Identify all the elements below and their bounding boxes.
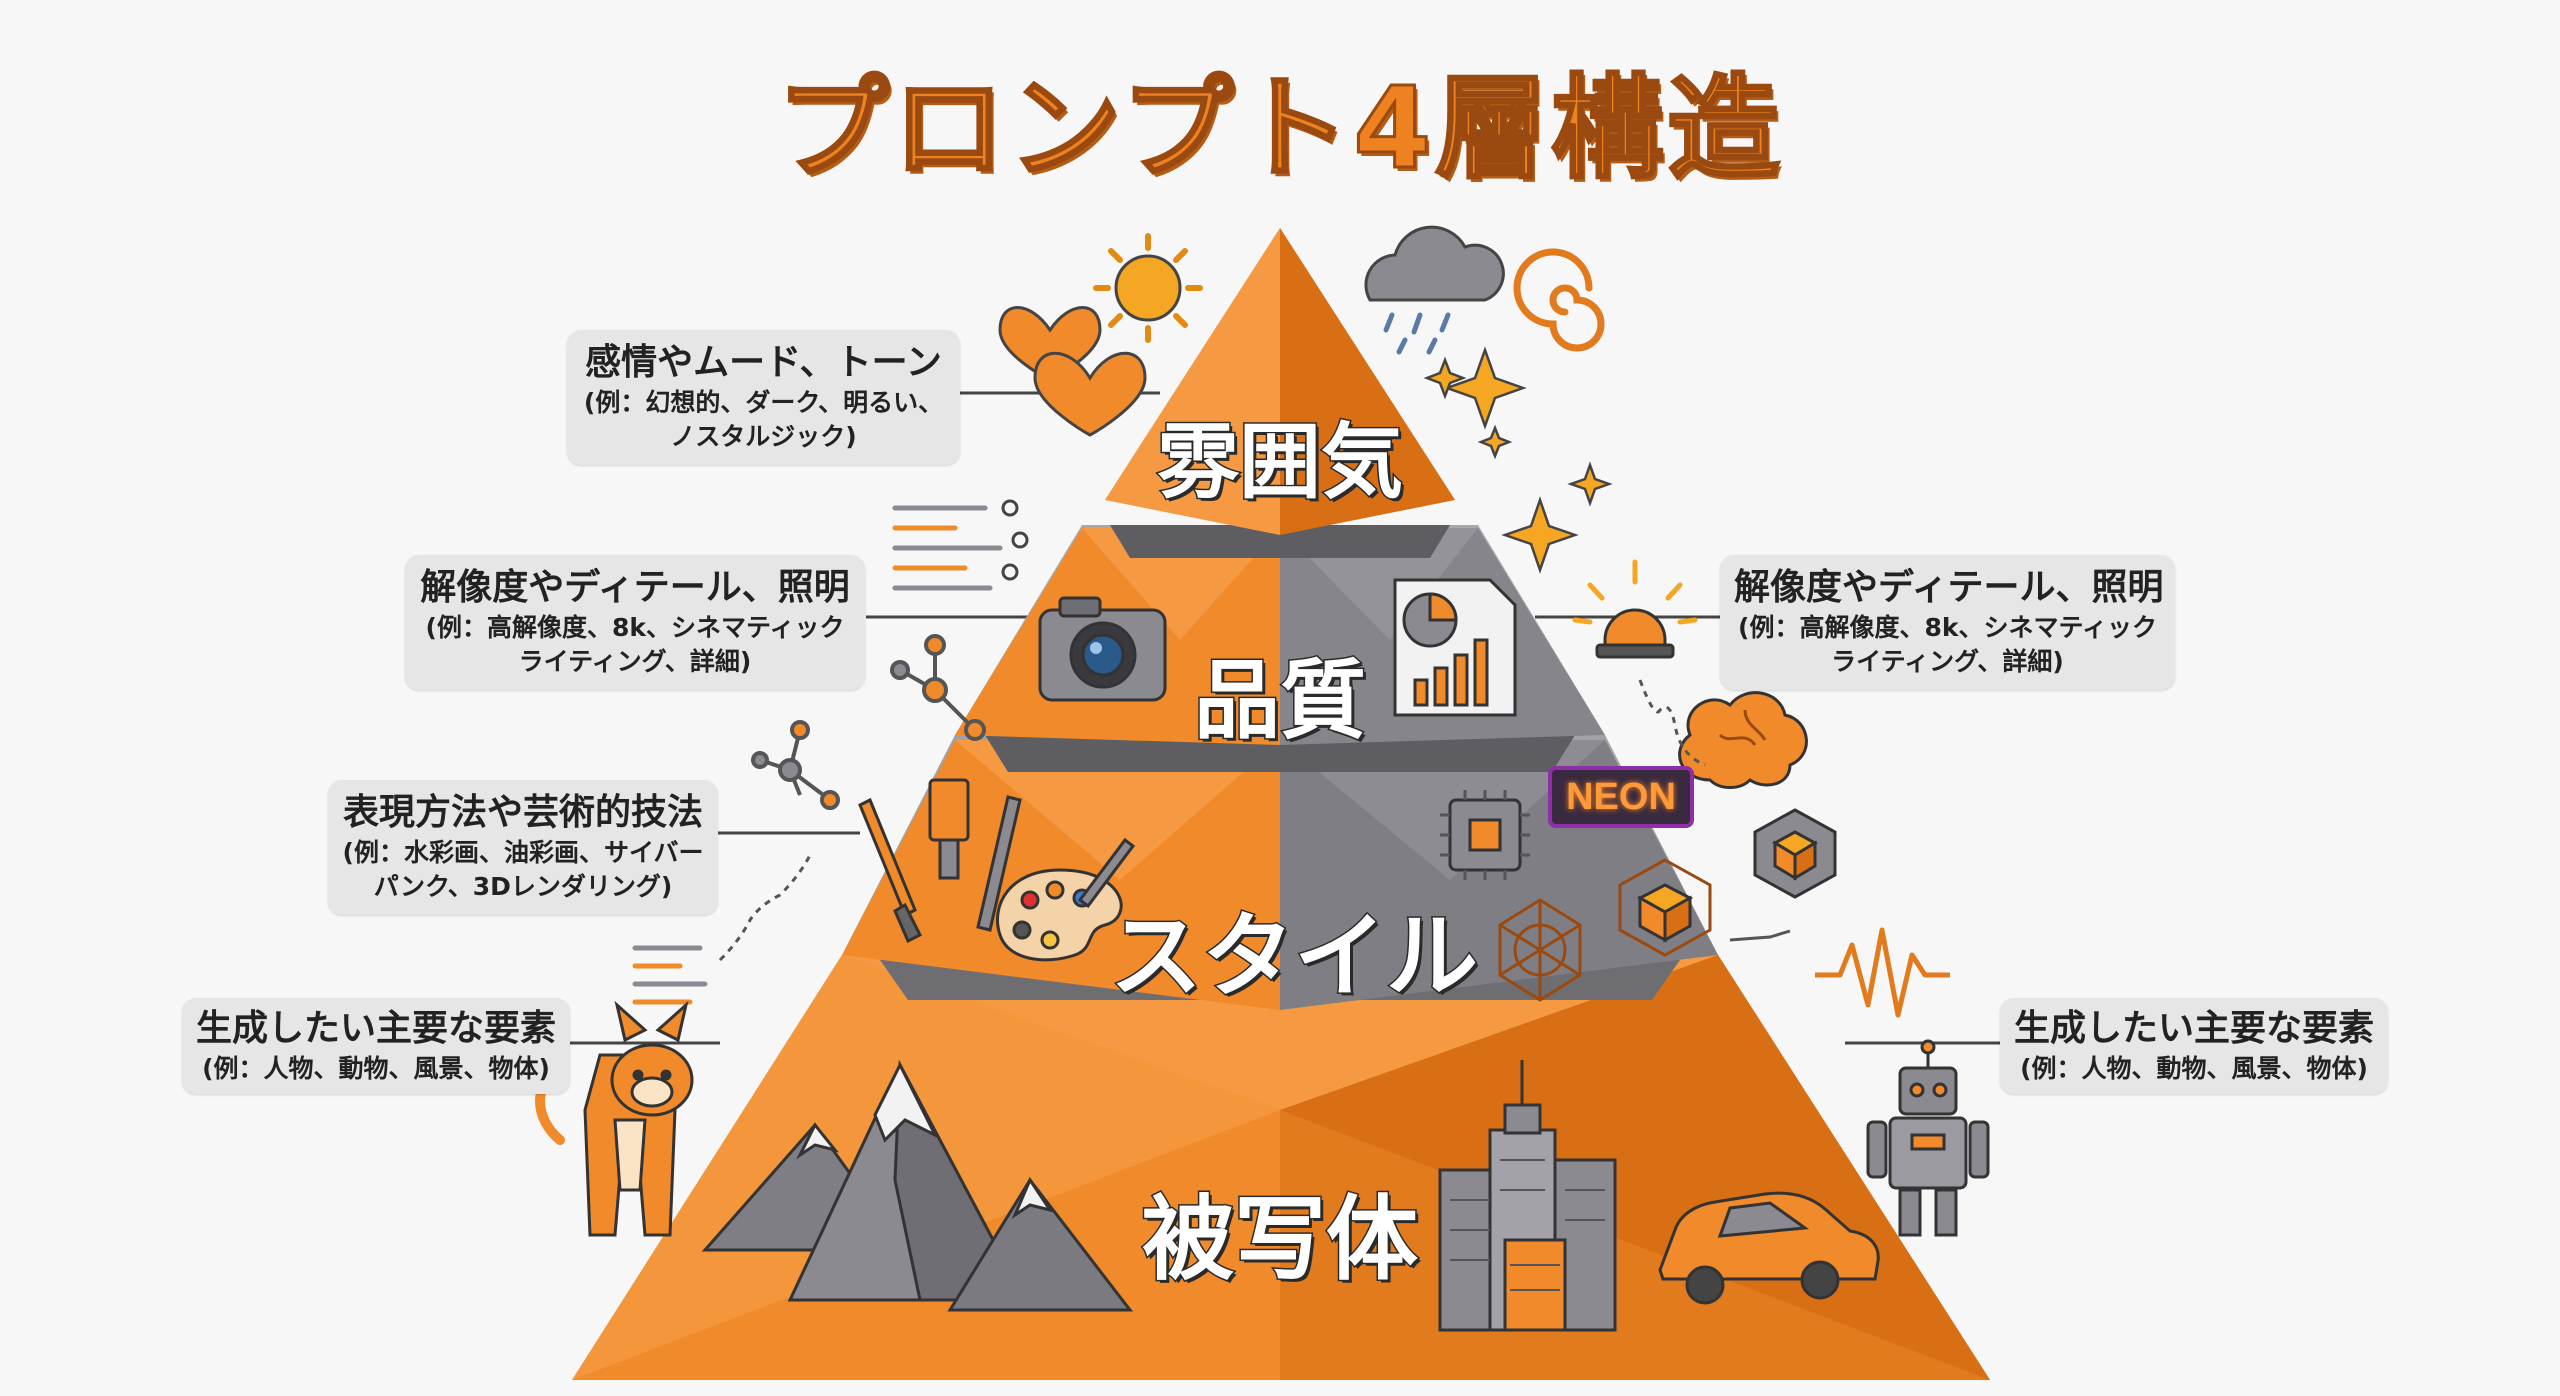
- cube-icon: [1618, 808, 1837, 957]
- mountain-icon: [701, 1059, 1134, 1312]
- code-lines-icon: [632, 945, 708, 1005]
- callout-sub: (例：人物、動物、風景、物体): [202, 1054, 550, 1083]
- camera-icon: [1038, 596, 1167, 702]
- callout-sub: (例：高解像度、8k、シネマティックライティング、詳細): [1738, 613, 2157, 676]
- callout-atmosphere: 感情やムード、トーン (例：幻想的、ダーク、明るい、ノスタルジック): [567, 330, 960, 465]
- code-lines-icon: [892, 499, 1029, 591]
- path-arrow-icon: [1729, 929, 1791, 942]
- layer-style: [842, 735, 1718, 1010]
- car-icon: [1658, 1191, 1880, 1305]
- geodesic-icon: [1498, 898, 1582, 1002]
- chip-icon: [1440, 790, 1530, 880]
- callout-style: 表現方法や芸術的技法 (例：水彩画、油彩画、サイバーパンク、3Dレンダリング): [328, 780, 718, 915]
- callout-sub: (例：幻想的、ダーク、明るい、ノスタルジック): [583, 388, 944, 451]
- robot-icon: [1866, 1039, 1990, 1237]
- cat-icon: [535, 1000, 694, 1237]
- layer-label-subject: 被写体: [1140, 1185, 1419, 1295]
- neon-sign: NEON: [1548, 766, 1694, 828]
- callout-quality-right: 解像度やディテール、照明 (例：高解像度、8k、シネマティックライティング、詳細…: [1720, 555, 2175, 690]
- callout-sub: (例：人物、動物、風景、物体): [2020, 1054, 2368, 1083]
- callout-sub: (例：水彩画、油彩画、サイバーパンク、3Dレンダリング): [342, 838, 704, 901]
- sun-icon: [1093, 233, 1203, 343]
- callout-head: 表現方法や芸術的技法: [342, 792, 703, 833]
- layer-label-style: スタイル: [1109, 902, 1480, 1012]
- paintbrush-icon: [858, 778, 1022, 944]
- siren-icon: [1572, 559, 1698, 659]
- callout-quality-left: 解像度やディテール、照明 (例：高解像度、8k、シネマティックライティング、詳細…: [405, 555, 865, 690]
- page-title: プロンプト4層構造: [775, 63, 1784, 196]
- callout-head: 生成したい主要な要素: [2014, 1008, 2375, 1049]
- callout-head: 解像度やディテール、照明: [1734, 567, 2164, 608]
- waveform-icon: [1815, 927, 1950, 1018]
- brain-icon: [1678, 691, 1808, 789]
- palette-icon: [996, 837, 1136, 962]
- callout-head: 生成したい主要な要素: [196, 1008, 557, 1049]
- path-arrow-icon: [1638, 679, 1706, 767]
- callout-head: 感情やムード、トーン: [585, 342, 942, 383]
- layer-label-atmosphere: 雰囲気: [1155, 414, 1404, 512]
- callout-head: 解像度やディテール、照明: [420, 567, 850, 608]
- sparkle-icon: [1423, 346, 1613, 574]
- molecule-icon: [751, 634, 986, 810]
- layer-atmosphere: [1105, 228, 1455, 535]
- callout-subject-left: 生成したい主要な要素 (例：人物、動物、風景、物体): [182, 998, 570, 1094]
- heart-icon: [998, 306, 1147, 437]
- skyscraper-icon: [1438, 1060, 1617, 1332]
- callout-sub: (例：高解像度、8k、シネマティックライティング、詳細): [425, 613, 845, 676]
- path-arrow-icon: [718, 854, 812, 962]
- layer-label-quality: 品質: [1193, 650, 1368, 753]
- spiral-icon: [1513, 248, 1605, 352]
- chart-document-icon: [1393, 578, 1517, 717]
- callout-subject-right: 生成したい主要な要素 (例：人物、動物、風景、物体): [2000, 998, 2388, 1094]
- cloud-rain-icon: [1364, 225, 1505, 355]
